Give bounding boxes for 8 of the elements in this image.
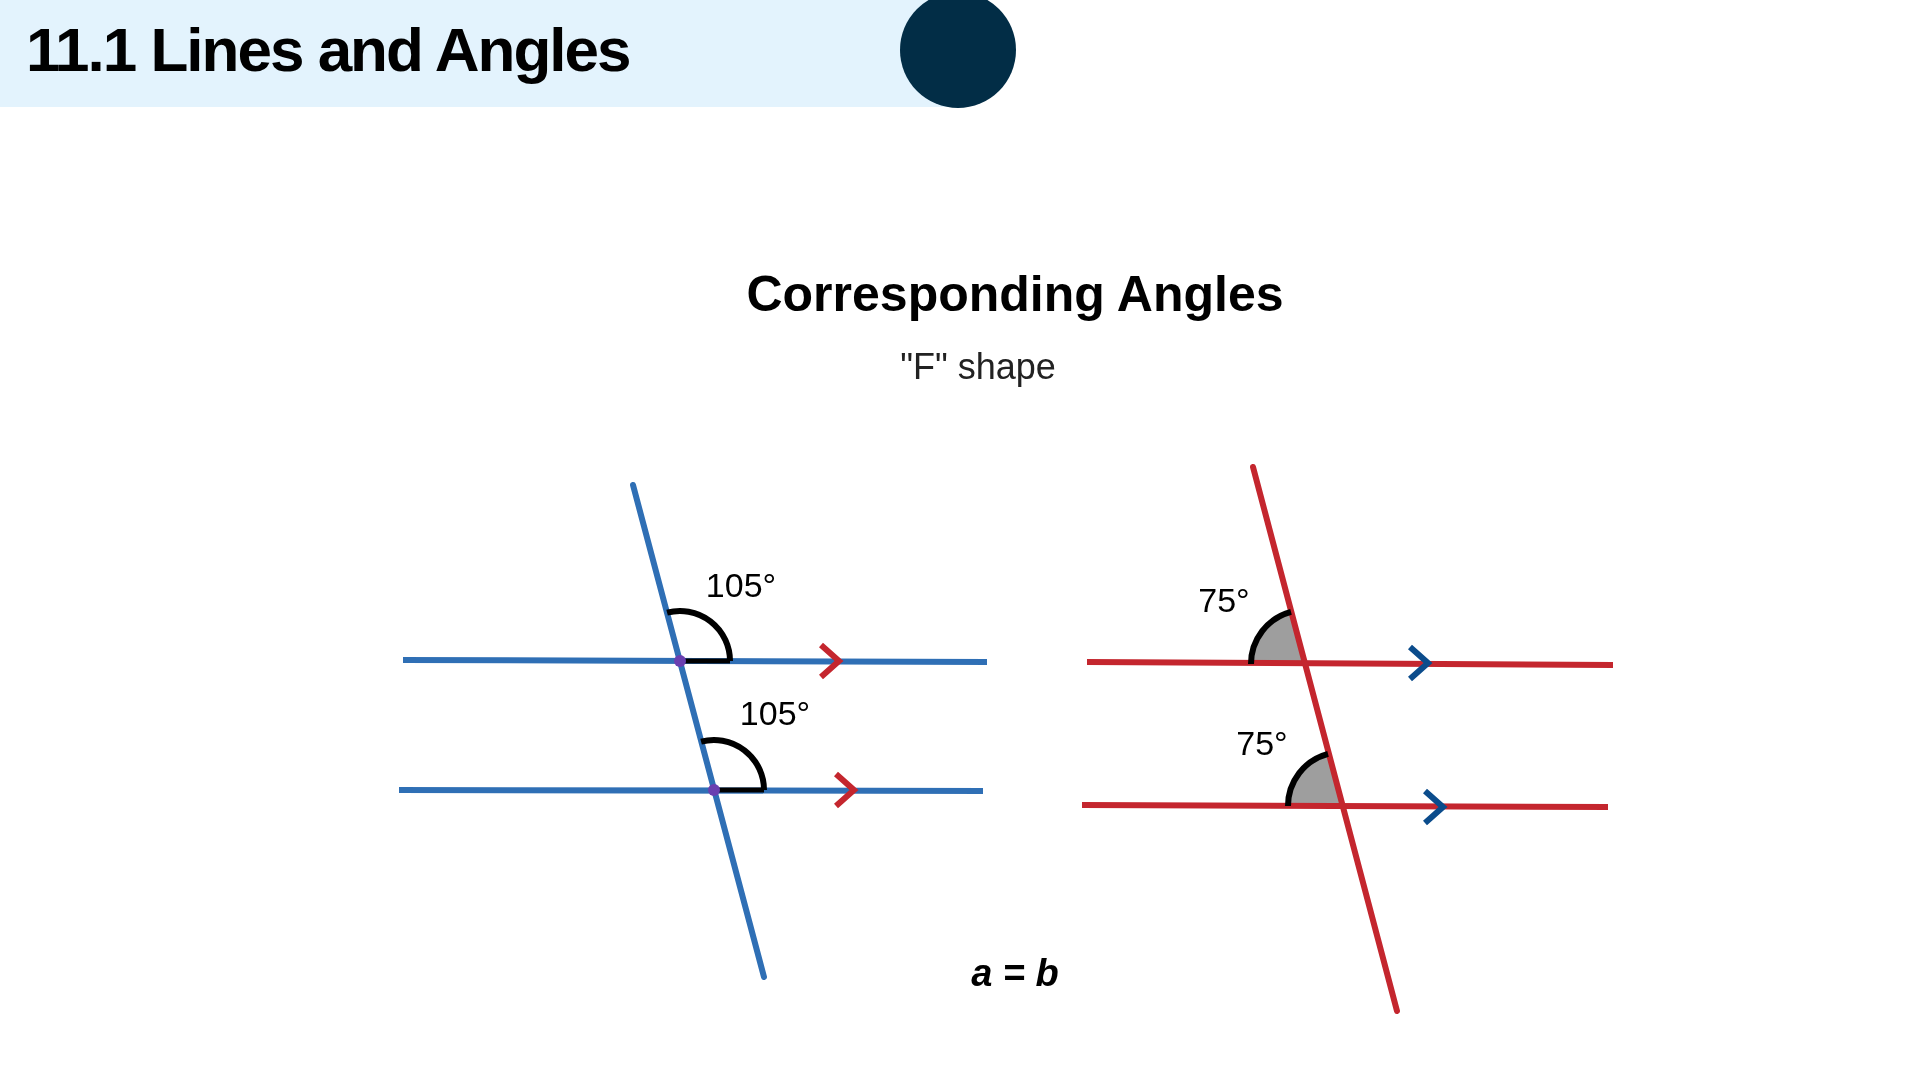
page-title: 11.1 Lines and Angles — [26, 14, 630, 86]
angle-label: 75° — [1198, 583, 1250, 617]
heading: Corresponding Angles — [746, 269, 1284, 319]
equation: a = b — [971, 954, 1059, 992]
angle-label: 105° — [705, 568, 777, 602]
angle-label: 105° — [739, 696, 811, 730]
subheading: "F" shape — [900, 349, 1056, 385]
angle-label: 75° — [1236, 726, 1288, 760]
